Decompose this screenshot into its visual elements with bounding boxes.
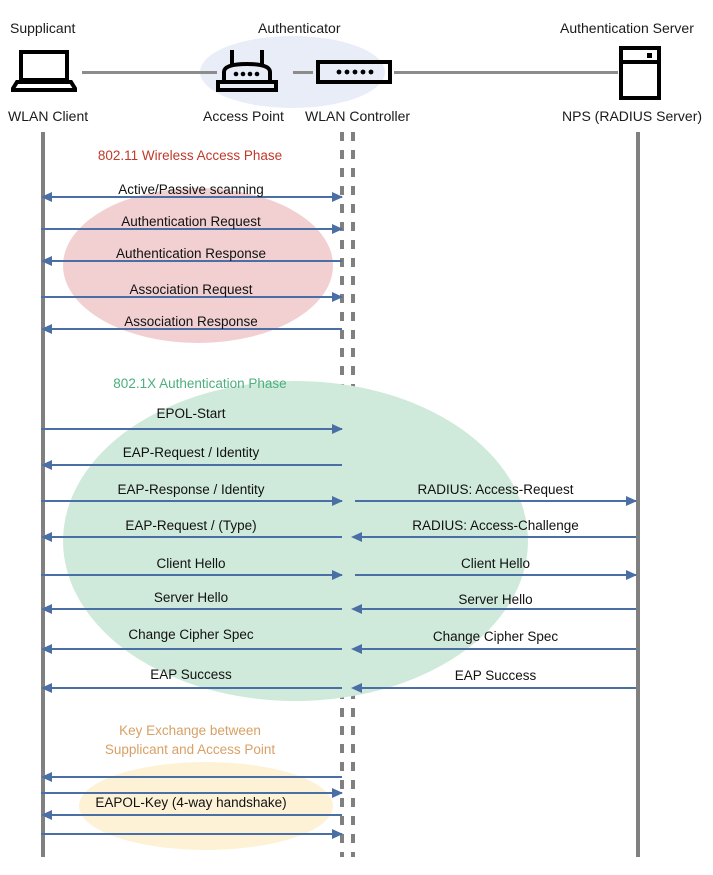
arrowhead-right-icon (332, 292, 343, 302)
link-client-to-ap (82, 71, 217, 74)
message-label: Server Hello (153, 590, 229, 605)
arrowhead-left-icon (351, 683, 362, 693)
message-label: Association Request (129, 282, 253, 297)
arrowhead-right-icon (332, 192, 343, 202)
network-switch-icon (316, 60, 392, 89)
arrowhead-left-icon (351, 644, 362, 654)
message-label: Authentication Request (121, 214, 261, 229)
arrowhead-left-icon (41, 256, 52, 266)
message-line (361, 536, 636, 538)
arrowhead-left-icon (41, 324, 52, 334)
message-label: EAP-Request / (Type) (125, 518, 257, 533)
message-line (47, 608, 342, 610)
arrowhead-left-icon (41, 532, 52, 542)
wireless-router-icon (216, 48, 278, 98)
message-line (41, 792, 342, 794)
arrowhead-right-icon (332, 496, 343, 506)
phase-ellipse-8021x (63, 381, 528, 701)
arrowhead-left-icon (41, 192, 52, 202)
node-label-access-point: Access Point (203, 108, 284, 124)
message-label: Active/Passive scanning (118, 182, 264, 197)
message-label: EAP-Response / Identity (117, 482, 265, 497)
arrowhead-left-icon (41, 810, 52, 820)
message-label: Client Hello (460, 556, 531, 571)
message-label: Server Hello (458, 592, 533, 607)
arrowhead-right-icon (626, 496, 637, 506)
message-line (41, 296, 342, 298)
message-label: Association Response (124, 314, 258, 329)
message-label: Change Cipher Spec (432, 629, 559, 644)
arrowhead-left-icon (351, 604, 362, 614)
message-line (41, 228, 342, 230)
arrowhead-right-icon (332, 224, 343, 234)
arrowhead-left-icon (41, 772, 52, 782)
arrowhead-right-icon (332, 788, 343, 798)
message-label: EAP Success (150, 667, 232, 682)
message-line (361, 608, 636, 610)
message-line (47, 260, 342, 262)
link-controller-to-server (394, 71, 618, 74)
server-tower-icon (619, 46, 661, 105)
message-line (41, 428, 342, 430)
role-title-auth-server: Authentication Server (560, 20, 694, 36)
message-label: RADIUS: Access-Challenge (412, 518, 579, 533)
phase-label-key-exchange-line2: Supplicant and Access Point (104, 742, 276, 757)
link-ap-to-controller (293, 71, 313, 74)
node-label-nps-server: NPS (RADIUS Server) (562, 108, 703, 124)
message-line (47, 687, 342, 689)
message-line (41, 574, 342, 576)
arrowhead-right-icon (332, 829, 343, 839)
lifeline-auth-server (636, 132, 640, 857)
phase-label-8021x: 802.1X Authentication Phase (113, 376, 287, 391)
message-line (47, 464, 342, 466)
message-line (47, 814, 342, 816)
node-label-wlan-client: WLAN Client (8, 108, 89, 124)
message-line (47, 776, 342, 778)
lifeline-supplicant (41, 132, 45, 857)
arrowhead-left-icon (41, 460, 52, 470)
arrowhead-left-icon (41, 683, 52, 693)
message-line (361, 648, 636, 650)
message-label: EAPOL-Key (4-way handshake) (95, 795, 287, 810)
arrowhead-right-icon (332, 570, 343, 580)
message-line (47, 196, 342, 198)
message-line (47, 328, 342, 330)
message-line (47, 648, 342, 650)
role-title-authenticator: Authenticator (258, 20, 341, 36)
message-label: Client Hello (156, 556, 226, 571)
message-label: EAP-Request / Identity (122, 445, 260, 460)
role-title-supplicant: Supplicant (10, 20, 76, 36)
phase-ellipse-80211 (63, 188, 333, 343)
arrowhead-right-icon (626, 570, 637, 580)
message-label: EAP Success (454, 668, 537, 683)
message-label: RADIUS: Access-Request (417, 482, 574, 497)
message-line (41, 500, 342, 502)
message-label: Change Cipher Spec (128, 627, 254, 642)
arrowhead-left-icon (41, 644, 52, 654)
arrowhead-right-icon (332, 424, 343, 434)
laptop-icon (8, 50, 80, 97)
arrowhead-left-icon (41, 604, 52, 614)
message-line (355, 574, 636, 576)
message-line (41, 833, 342, 835)
message-label: EPOL-Start (156, 406, 226, 421)
phase-label-key-exchange-line1: Key Exchange between (119, 723, 261, 738)
phase-label-80211: 802.11 Wireless Access Phase (97, 148, 283, 163)
message-label: Authentication Response (115, 246, 267, 261)
node-label-wlan-controller: WLAN Controller (305, 108, 411, 124)
message-line (47, 536, 342, 538)
message-line (361, 687, 636, 689)
arrowhead-left-icon (351, 532, 362, 542)
message-line (355, 500, 636, 502)
